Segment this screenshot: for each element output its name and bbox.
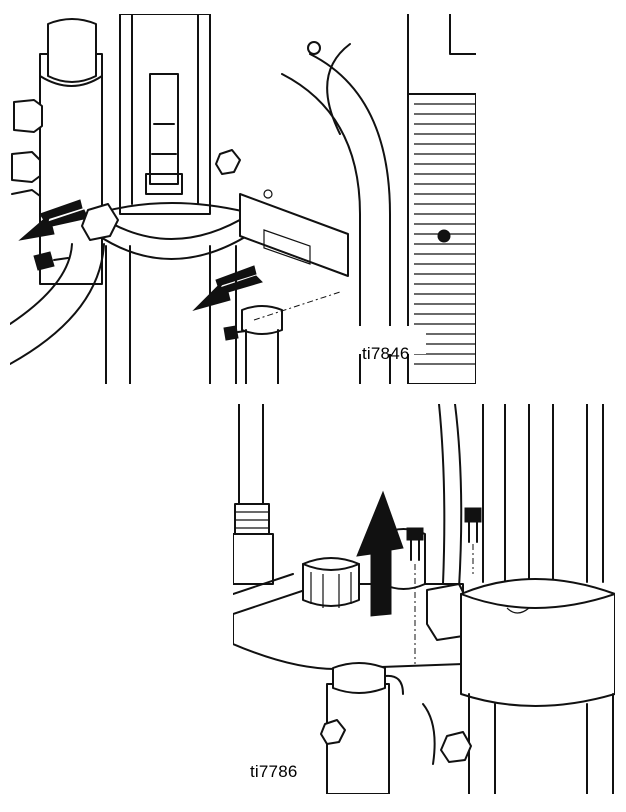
bolt-lower	[440, 731, 472, 763]
lower-pump-body	[468, 693, 614, 794]
lower-post	[320, 662, 404, 794]
clamp-nut	[81, 203, 119, 241]
figure-top: ti7846	[10, 14, 476, 384]
removal-arrow-left	[18, 209, 89, 241]
figure-bottom: ti7786	[233, 404, 615, 794]
side-fitting-lower	[11, 151, 41, 183]
base-plate	[233, 583, 464, 670]
alignment-line-bottom	[414, 544, 474, 664]
figure-label-bottom: ti7786	[250, 762, 298, 781]
lower-pump	[129, 245, 211, 384]
fin-housing	[407, 14, 476, 384]
bottom-illustration	[233, 404, 615, 794]
bracket-plate	[239, 193, 349, 277]
pipe-bottom-left	[10, 243, 73, 325]
figure-label-top: ti7846	[362, 344, 410, 363]
lift-arrow-up	[356, 490, 404, 617]
upper-cylinder-cap	[47, 18, 97, 83]
bolt-right	[464, 507, 482, 543]
hose-left	[238, 404, 264, 505]
supply-tube	[438, 404, 463, 589]
fitting-lower	[241, 305, 283, 335]
removal-arrow-right	[192, 275, 263, 311]
frame-tube	[281, 53, 391, 384]
side-fitting-upper	[13, 99, 43, 133]
pump-rod	[149, 73, 179, 185]
top-illustration	[10, 14, 476, 384]
bolt-left	[406, 527, 424, 561]
main-column	[460, 404, 615, 707]
clamp-ring	[95, 213, 251, 260]
screw-left	[33, 251, 69, 271]
alignment-line-top	[253, 291, 341, 321]
bolt-upper	[215, 149, 241, 175]
cup-fitting	[302, 557, 360, 608]
